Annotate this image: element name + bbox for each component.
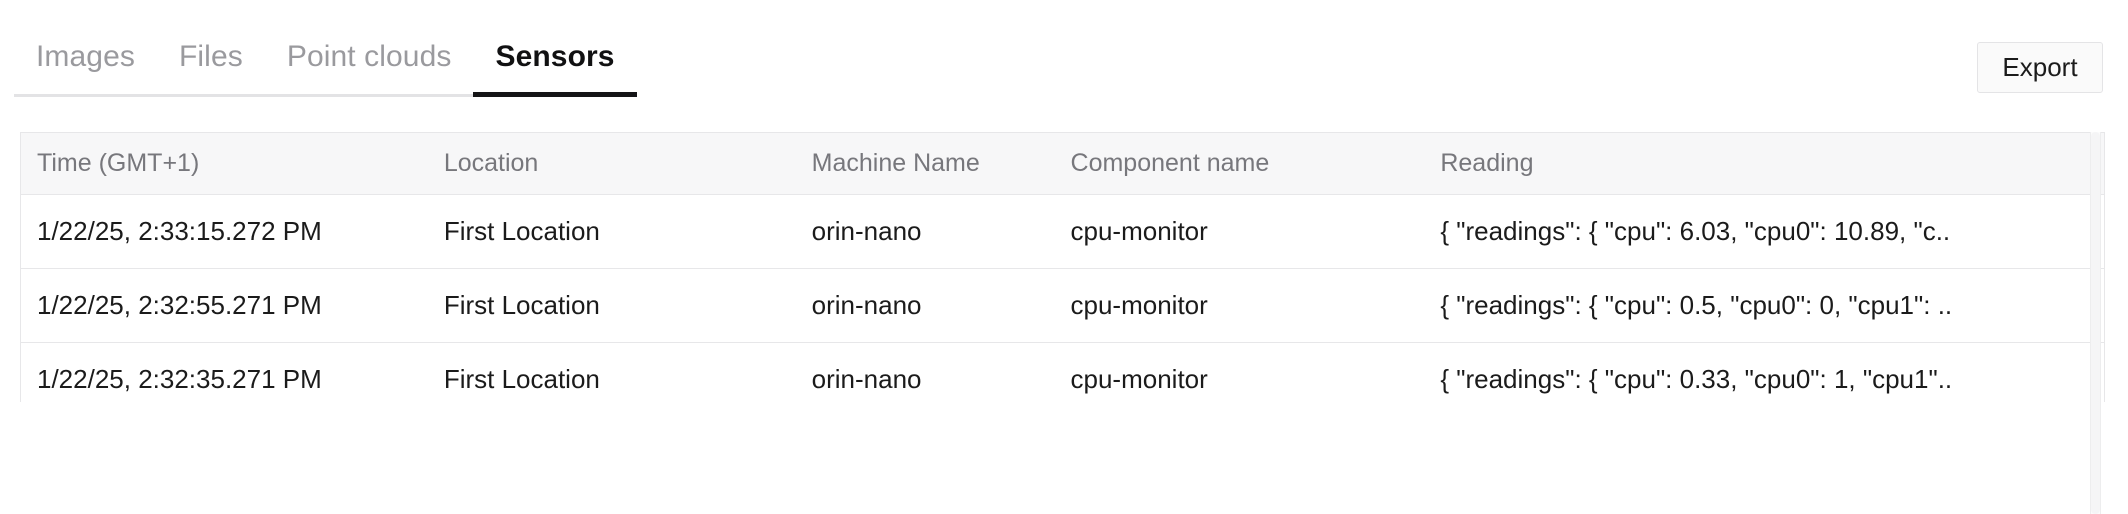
cell-component: cpu-monitor [1070, 290, 1208, 320]
cell-time: 1/22/25, 2:32:35.271 PM [37, 364, 322, 394]
cell-reading: { "readings": { "cpu": 0.33, "cpu0": 1, … [1440, 364, 1953, 394]
cell-location: First Location [443, 216, 600, 246]
tab-point-clouds-label: Point clouds [286, 40, 452, 73]
table-header-row: Time (GMT+1) Location Machine Name Compo… [21, 133, 2104, 195]
cell-component: cpu-monitor [1070, 364, 1208, 394]
tab-images[interactable]: Images [14, 42, 157, 97]
vertical-scrollbar-thumb[interactable] [2091, 132, 2100, 514]
cell-time: 1/22/25, 2:32:55.271 PM [37, 290, 322, 320]
tab-point-clouds[interactable]: Point clouds [264, 40, 474, 97]
vertical-scrollbar-track[interactable] [2090, 132, 2101, 514]
sensors-table-container: Time (GMT+1) Location Machine Name Compo… [20, 132, 2105, 402]
sensors-table: Time (GMT+1) Location Machine Name Compo… [20, 132, 2105, 402]
cell-machine: orin-nano [811, 216, 922, 246]
cell-reading: { "readings": { "cpu": 0.5, "cpu0": 0, "… [1440, 290, 1953, 320]
column-header-time[interactable]: Time (GMT+1) [37, 149, 200, 177]
cell-time: 1/22/25, 2:33:15.272 PM [37, 216, 322, 246]
export-button-label: Export [2002, 52, 2078, 82]
table-row[interactable]: 1/22/25, 2:32:55.271 PM First Location o… [21, 269, 2104, 343]
tab-sensors-label: Sensors [495, 40, 615, 73]
tab-images-label: Images [36, 40, 135, 73]
tab-files-label: Files [178, 40, 243, 73]
column-header-location[interactable]: Location [443, 149, 539, 177]
table-row[interactable]: 1/22/25, 2:33:15.272 PM First Location o… [21, 195, 2104, 269]
cell-location: First Location [443, 290, 600, 320]
cell-component: cpu-monitor [1070, 216, 1208, 246]
export-button[interactable]: Export [1977, 42, 2103, 93]
table-row[interactable]: 1/22/25, 2:32:35.271 PM First Location o… [21, 343, 2104, 402]
cell-location: First Location [443, 364, 600, 394]
column-header-machine[interactable]: Machine Name [811, 149, 980, 177]
column-header-component[interactable]: Component name [1070, 149, 1270, 177]
tab-files[interactable]: Files [156, 40, 265, 97]
tab-list: Images Files Point clouds Sensors [14, 0, 637, 97]
tab-sensors[interactable]: Sensors [473, 40, 637, 97]
tab-bar: Images Files Point clouds Sensors [0, 0, 2128, 97]
cell-machine: orin-nano [811, 290, 922, 320]
cell-machine: orin-nano [811, 364, 922, 394]
column-header-reading[interactable]: Reading [1440, 149, 1534, 177]
cell-reading: { "readings": { "cpu": 6.03, "cpu0": 10.… [1440, 216, 1951, 246]
